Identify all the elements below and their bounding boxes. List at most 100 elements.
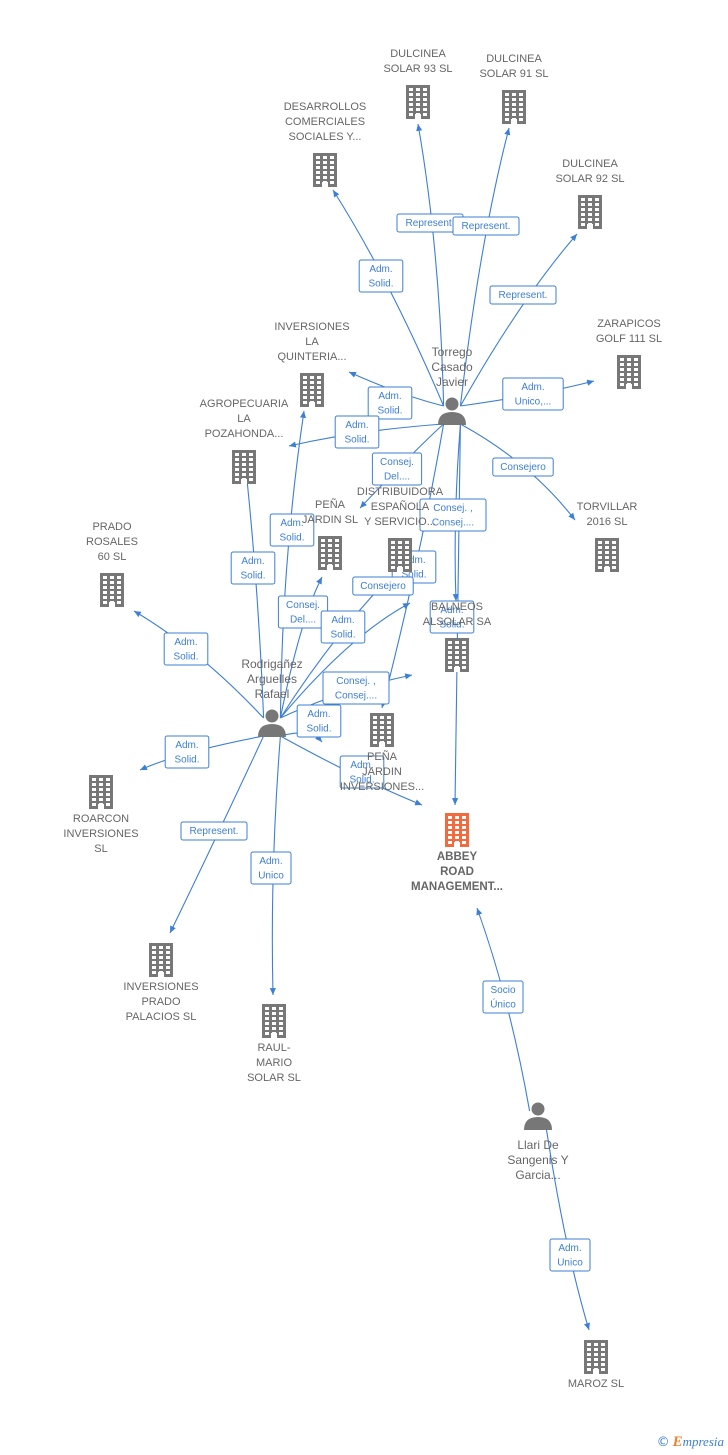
building-icon xyxy=(502,90,526,124)
person-label-line: Garcia... xyxy=(515,1168,560,1182)
company-label-line: AGROPECUARIA xyxy=(200,398,289,410)
relation-label[interactable]: Adm.Solid. xyxy=(367,386,413,420)
relation-label-text: Adm. xyxy=(521,382,544,393)
relation-label[interactable]: Adm.Solid. xyxy=(164,735,210,769)
company-node-quinteria[interactable]: INVERSIONESLAQUINTERIA... xyxy=(274,321,350,407)
relation-label[interactable]: Consej.Del.... xyxy=(371,452,423,486)
relation-label[interactable]: Consej. ,Consej.... xyxy=(322,671,390,705)
edge-rodriganez-pena_jardin xyxy=(279,576,323,719)
company-label-line: INVERSIONES xyxy=(123,981,198,993)
relation-label[interactable]: Consej. ,Consej.... xyxy=(419,498,487,532)
relation-label[interactable]: Adm. Solid. xyxy=(269,513,315,547)
building-icon xyxy=(584,1340,608,1374)
relation-label-text: Adm. xyxy=(350,760,373,771)
company-label-line: INVERSIONES xyxy=(274,321,349,333)
relation-label-text: Adm. xyxy=(259,856,282,867)
relation-label[interactable]: Adm.Unico xyxy=(549,1238,591,1272)
company-node-abbey[interactable]: ABBEYROADMANAGEMENT... xyxy=(411,813,503,893)
person-label-line: Llari De xyxy=(517,1138,559,1152)
edge-labels-layer: Represent. Represent. Adm. Solid. Represent.… xyxy=(163,213,591,1272)
company-label-line: BALNEOS xyxy=(431,601,483,613)
relation-label[interactable]: Adm.Unico xyxy=(250,851,292,885)
company-label-line: RAUL- xyxy=(257,1042,290,1054)
relation-label-text: Represent. xyxy=(462,221,511,232)
building-icon xyxy=(313,153,337,187)
company-label-line: PRADO xyxy=(141,996,181,1008)
relation-label[interactable]: Adm.Solid. xyxy=(339,755,385,789)
person-label-line: Casado xyxy=(431,360,473,374)
relation-label[interactable]: Consejero xyxy=(492,457,554,477)
relation-label[interactable]: Adm.Solid. xyxy=(358,259,404,293)
company-label-line: 2016 SL xyxy=(587,516,628,528)
relation-label-text: Unico xyxy=(557,1258,583,1269)
company-label-line: Y SERVICIO... xyxy=(364,516,436,528)
relation-label-text: Solid. xyxy=(279,533,304,544)
company-label-line: PEÑA xyxy=(315,498,346,511)
relation-label[interactable]: Adm.Solid. xyxy=(320,610,366,644)
relation-label[interactable]: Represent. xyxy=(452,216,520,236)
company-label-line: SOCIALES Y... xyxy=(289,131,362,143)
relation-label[interactable]: Consej.Del.... xyxy=(277,595,329,629)
building-icon xyxy=(262,1004,286,1038)
company-label-line: POZAHONDA... xyxy=(205,428,284,440)
company-label-line: JARDIN xyxy=(362,766,402,778)
building-icon xyxy=(370,713,394,747)
relation-label-text: Adm. xyxy=(280,518,303,529)
building-icon xyxy=(406,85,430,119)
relation-label-text: Adm. xyxy=(378,391,401,402)
relation-label-text: Único xyxy=(490,998,516,1011)
person-label-line: Sangenis Y xyxy=(507,1153,568,1167)
relation-label[interactable]: Adm.Solid. xyxy=(230,551,276,585)
relation-label-text: Solid. xyxy=(330,630,355,641)
relation-label-text: Consejero xyxy=(360,581,406,592)
relation-label-text: Adm. xyxy=(174,637,197,648)
company-node-pena_inv[interactable]: PEÑA JARDIN INVERSIONES... xyxy=(340,713,424,793)
relation-label[interactable]: Adm.Solid. xyxy=(296,704,342,738)
company-label-line: COMERCIALES xyxy=(285,116,365,128)
company-label-line: SOLAR 92 SL xyxy=(555,173,624,185)
brand-logo-text: mpresia xyxy=(682,1434,724,1449)
company-node-pozahonda[interactable]: AGROPECUARIALAPOZAHONDA... xyxy=(200,398,289,484)
building-icon xyxy=(388,538,412,572)
relation-label-text: Socio xyxy=(490,985,515,996)
relation-label[interactable]: Represent. xyxy=(180,821,248,841)
company-label-line: PEÑA xyxy=(367,750,398,763)
company-node-maroz[interactable]: MAROZ SL xyxy=(568,1340,624,1390)
building-icon xyxy=(300,373,324,407)
company-label-line: LA xyxy=(305,336,319,348)
edge-rodriganez-pozahonda xyxy=(242,460,265,719)
company-label-line: INVERSIONES xyxy=(63,828,138,840)
relation-label[interactable]: Adm.Solid. xyxy=(163,632,209,666)
relation-label[interactable]: Adm.Unico,... xyxy=(502,377,564,411)
company-label-line: DISTRIBUIDORA xyxy=(357,486,444,498)
relation-label[interactable]: Adm.Solid. xyxy=(334,415,380,449)
relation-label-text: Adm. xyxy=(440,605,463,616)
building-icon xyxy=(578,195,602,229)
relation-label-text: Represent. xyxy=(499,290,548,301)
relation-label[interactable]: Represent. xyxy=(489,285,557,305)
person-icon xyxy=(258,709,286,737)
company-label-line: INVERSIONES... xyxy=(340,781,424,793)
relation-label[interactable]: Consejero xyxy=(352,576,414,596)
copyright-symbol: © xyxy=(656,1435,670,1450)
relation-label[interactable]: Adm.Solid. xyxy=(429,600,475,634)
building-icon xyxy=(100,573,124,607)
